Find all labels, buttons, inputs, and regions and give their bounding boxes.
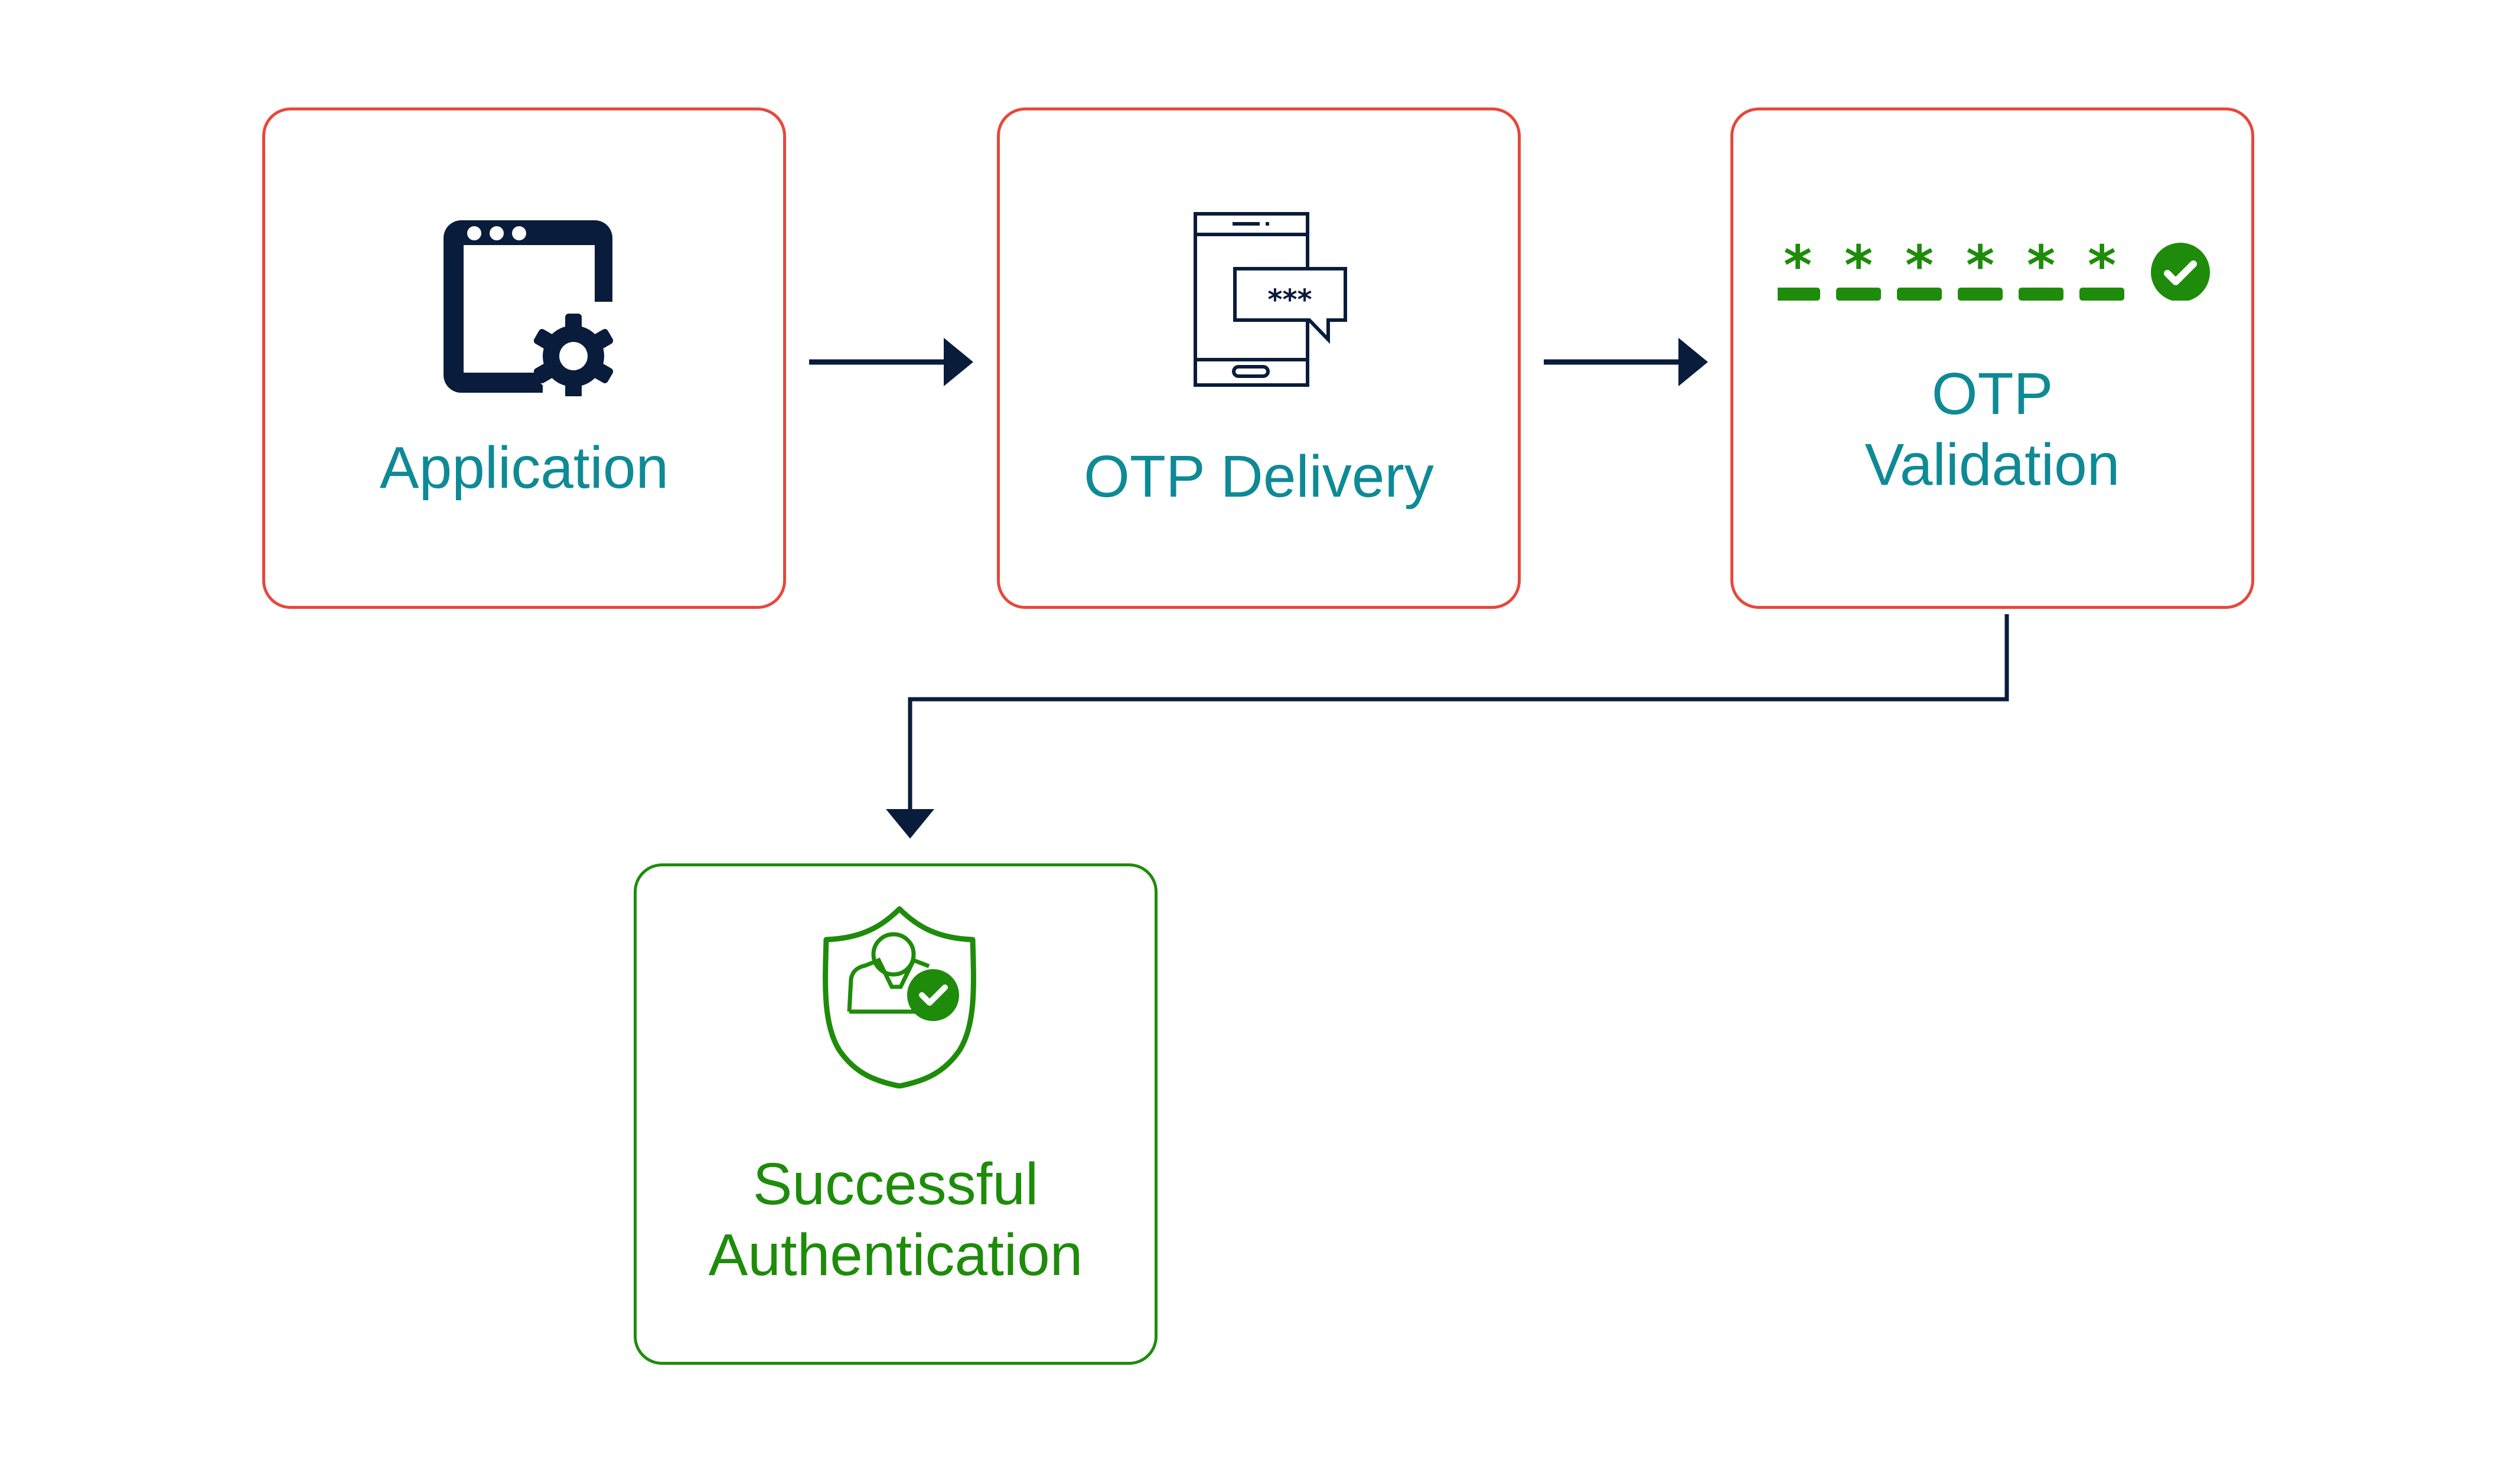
otp-code-check-icon: * * * * * * xyxy=(1775,234,2215,302)
step-label-line2: Validation xyxy=(1864,432,2120,498)
otp-digit-underline xyxy=(1775,288,1820,301)
otp-digit-mask: * xyxy=(1836,234,1881,301)
step-label: Application xyxy=(379,435,669,501)
otp-digit-underline xyxy=(1958,288,2003,301)
step-otp-delivery: *** OTP Delivery xyxy=(997,107,1521,609)
step-label: OTP Delivery xyxy=(1084,444,1434,510)
edge-otp-validation-to-successful-authentication xyxy=(886,614,2009,839)
svg-text:*: * xyxy=(1905,242,1934,297)
otp-code-graphic: * * * * * * xyxy=(1775,234,2210,302)
otp-digit-underline xyxy=(1897,288,1942,301)
otp-digit-underline xyxy=(1836,288,1881,301)
otp-digit-mask: * xyxy=(1958,234,2003,301)
arrowhead-down-icon xyxy=(886,809,934,839)
step-label-line1: OTP xyxy=(1931,361,2053,427)
otp-digit-mask: * xyxy=(2019,234,2063,301)
arrowhead-right-icon xyxy=(944,338,973,386)
otp-digit-underline xyxy=(2019,288,2063,301)
otp-message-text: *** xyxy=(1267,283,1312,317)
svg-text:*: * xyxy=(2027,242,2055,297)
svg-text:*: * xyxy=(1784,242,1812,297)
otp-digit-mask: * xyxy=(1775,234,1820,301)
arrowhead-right-icon xyxy=(1678,338,1708,386)
checkmark-icon xyxy=(2164,260,2197,285)
edge-otp-delivery-to-otp-validation xyxy=(1544,338,1708,386)
otp-digit-mask: * xyxy=(2079,234,2124,301)
shield-user-check-icon xyxy=(823,906,976,1088)
step-label-line1: Successful xyxy=(752,1151,1039,1217)
step-application: Application xyxy=(262,107,786,609)
step-label-line2: Authentication xyxy=(708,1222,1083,1288)
svg-text:*: * xyxy=(1844,242,1873,297)
svg-text:*: * xyxy=(1966,242,1994,297)
check-circle-icon xyxy=(2151,243,2210,302)
phone-message-icon: *** xyxy=(1194,212,1347,387)
edge-application-to-otp-delivery xyxy=(809,338,973,386)
svg-text:*: * xyxy=(2088,242,2116,297)
otp-digit-underline xyxy=(2079,288,2124,301)
step-otp-validation: * * * * * * OTP Validation xyxy=(1730,107,2254,609)
step-successful-authentication: Successful Authentication xyxy=(634,863,1158,1365)
otp-digit-mask: * xyxy=(1897,234,1942,301)
app-window-gear-icon xyxy=(444,220,616,396)
